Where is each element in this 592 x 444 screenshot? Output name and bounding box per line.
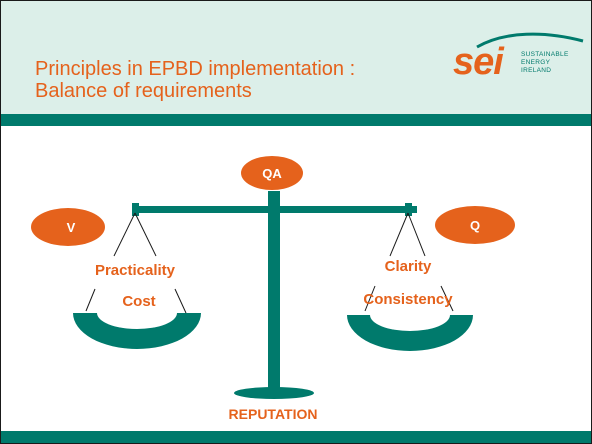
right-pan-hollow: [370, 299, 450, 331]
v-label: V: [67, 220, 76, 235]
logo-word: ENERGY: [521, 59, 551, 66]
swoosh-icon: [476, 32, 584, 49]
right-pan-label-consistency: Consistency: [363, 291, 453, 308]
q-oval: [435, 206, 515, 244]
left-pivot: [132, 203, 139, 216]
right-pan-label-clarity: Clarity: [385, 258, 432, 275]
right-string: [364, 285, 376, 312]
left-string: [85, 288, 96, 312]
scale-pole: [268, 191, 280, 391]
left-string: [174, 288, 187, 314]
footer-divider: [1, 431, 591, 443]
logo-word: SUSTAINABLE: [521, 51, 569, 58]
scale-base: [234, 387, 314, 399]
title-line-2: Balance of requirements: [35, 80, 252, 102]
right-string: [440, 285, 454, 312]
left-pan-hollow: [97, 297, 177, 329]
left-pan-label-practicality: Practicality: [95, 262, 176, 279]
slide-header: Principles in EPBD implementation : Bala…: [1, 1, 591, 114]
right-string: [389, 212, 409, 257]
left-pan-label-cost: Cost: [122, 293, 155, 310]
qa-oval: [241, 156, 303, 190]
slide-title: Principles in EPBD implementation : Bala…: [35, 58, 355, 102]
right-pivot: [405, 203, 412, 216]
left-string: [113, 212, 136, 257]
qa-label: QA: [262, 166, 282, 181]
v-oval: [31, 208, 105, 246]
q-label: Q: [470, 218, 480, 233]
scale-beam: [132, 206, 417, 213]
logo-words: SUSTAINABLE ENERGY IRELAND: [521, 51, 569, 75]
sei-logo: sei SUSTAINABLE ENERGY IRELAND: [453, 29, 587, 89]
logo-wordmark: sei: [453, 41, 504, 83]
title-line-1: Principles in EPBD implementation :: [35, 58, 356, 80]
base-label-reputation: REPUTATION: [229, 406, 318, 422]
logo-word: IRELAND: [521, 67, 552, 74]
right-string: [407, 212, 426, 257]
left-string: [134, 212, 157, 257]
header-divider: [1, 114, 591, 126]
